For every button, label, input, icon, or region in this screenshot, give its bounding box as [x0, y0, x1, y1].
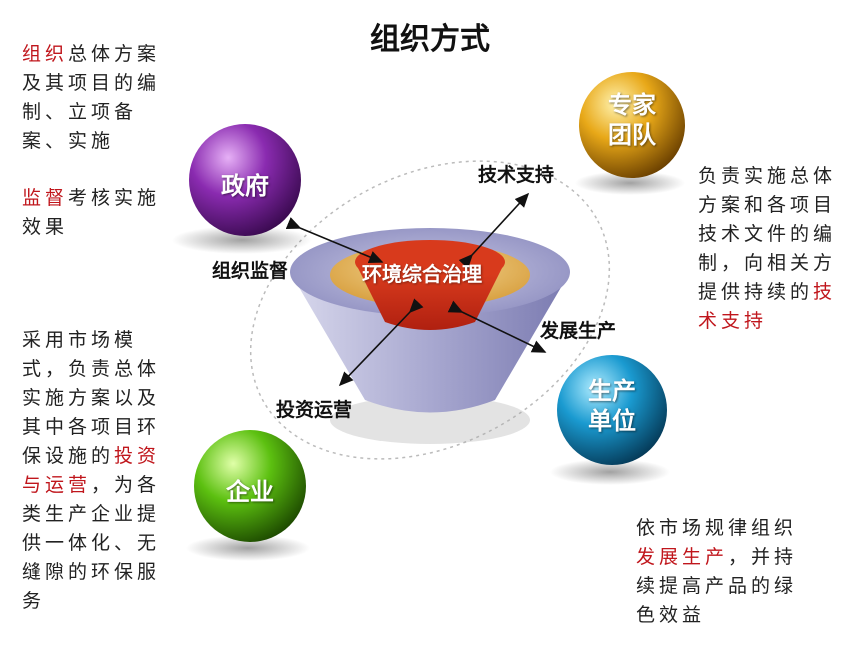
center-label: 环境综合治理	[362, 262, 482, 286]
orb-expert-label: 专家 团队	[608, 91, 656, 149]
orb-enterprise	[194, 430, 306, 542]
flow-supervision-label: 组织监督	[212, 260, 289, 282]
orbit-ring	[249, 160, 611, 460]
text-enterprise: 采用市场模式，负责总体实施方案以及其中各项目环保设施的投资与运营，为各类生产企业…	[22, 329, 161, 612]
flow-develop-label: 发展生产	[540, 320, 617, 342]
orb-government-label: 政府	[221, 172, 269, 200]
arrow-supervision	[285, 217, 384, 264]
orb-expert	[579, 72, 685, 178]
flow-tech-label: 技术支持	[478, 164, 555, 186]
text-expert: 负责实施总体方案和各项目技术文件的编制，向相关方提供持续的技术支持	[698, 165, 837, 332]
text-government: 组织总体方案及其项目的编制、立项备案、实施 监督考核实施效果	[22, 43, 161, 238]
orb-government	[189, 124, 301, 236]
page-title: 组织方式	[370, 22, 490, 57]
arrow-develop	[447, 300, 547, 353]
arrow-tech	[458, 192, 530, 269]
orb-production	[557, 355, 667, 465]
flow-invest-label: 投资运营	[276, 399, 353, 421]
arrow-invest	[338, 298, 424, 387]
orb-production-label: 生产 单位	[588, 377, 636, 435]
text-production: 依市场规律组织发展生产，并持续提高产品的绿色效益	[636, 517, 798, 626]
orb-enterprise-label: 企业	[226, 478, 274, 506]
